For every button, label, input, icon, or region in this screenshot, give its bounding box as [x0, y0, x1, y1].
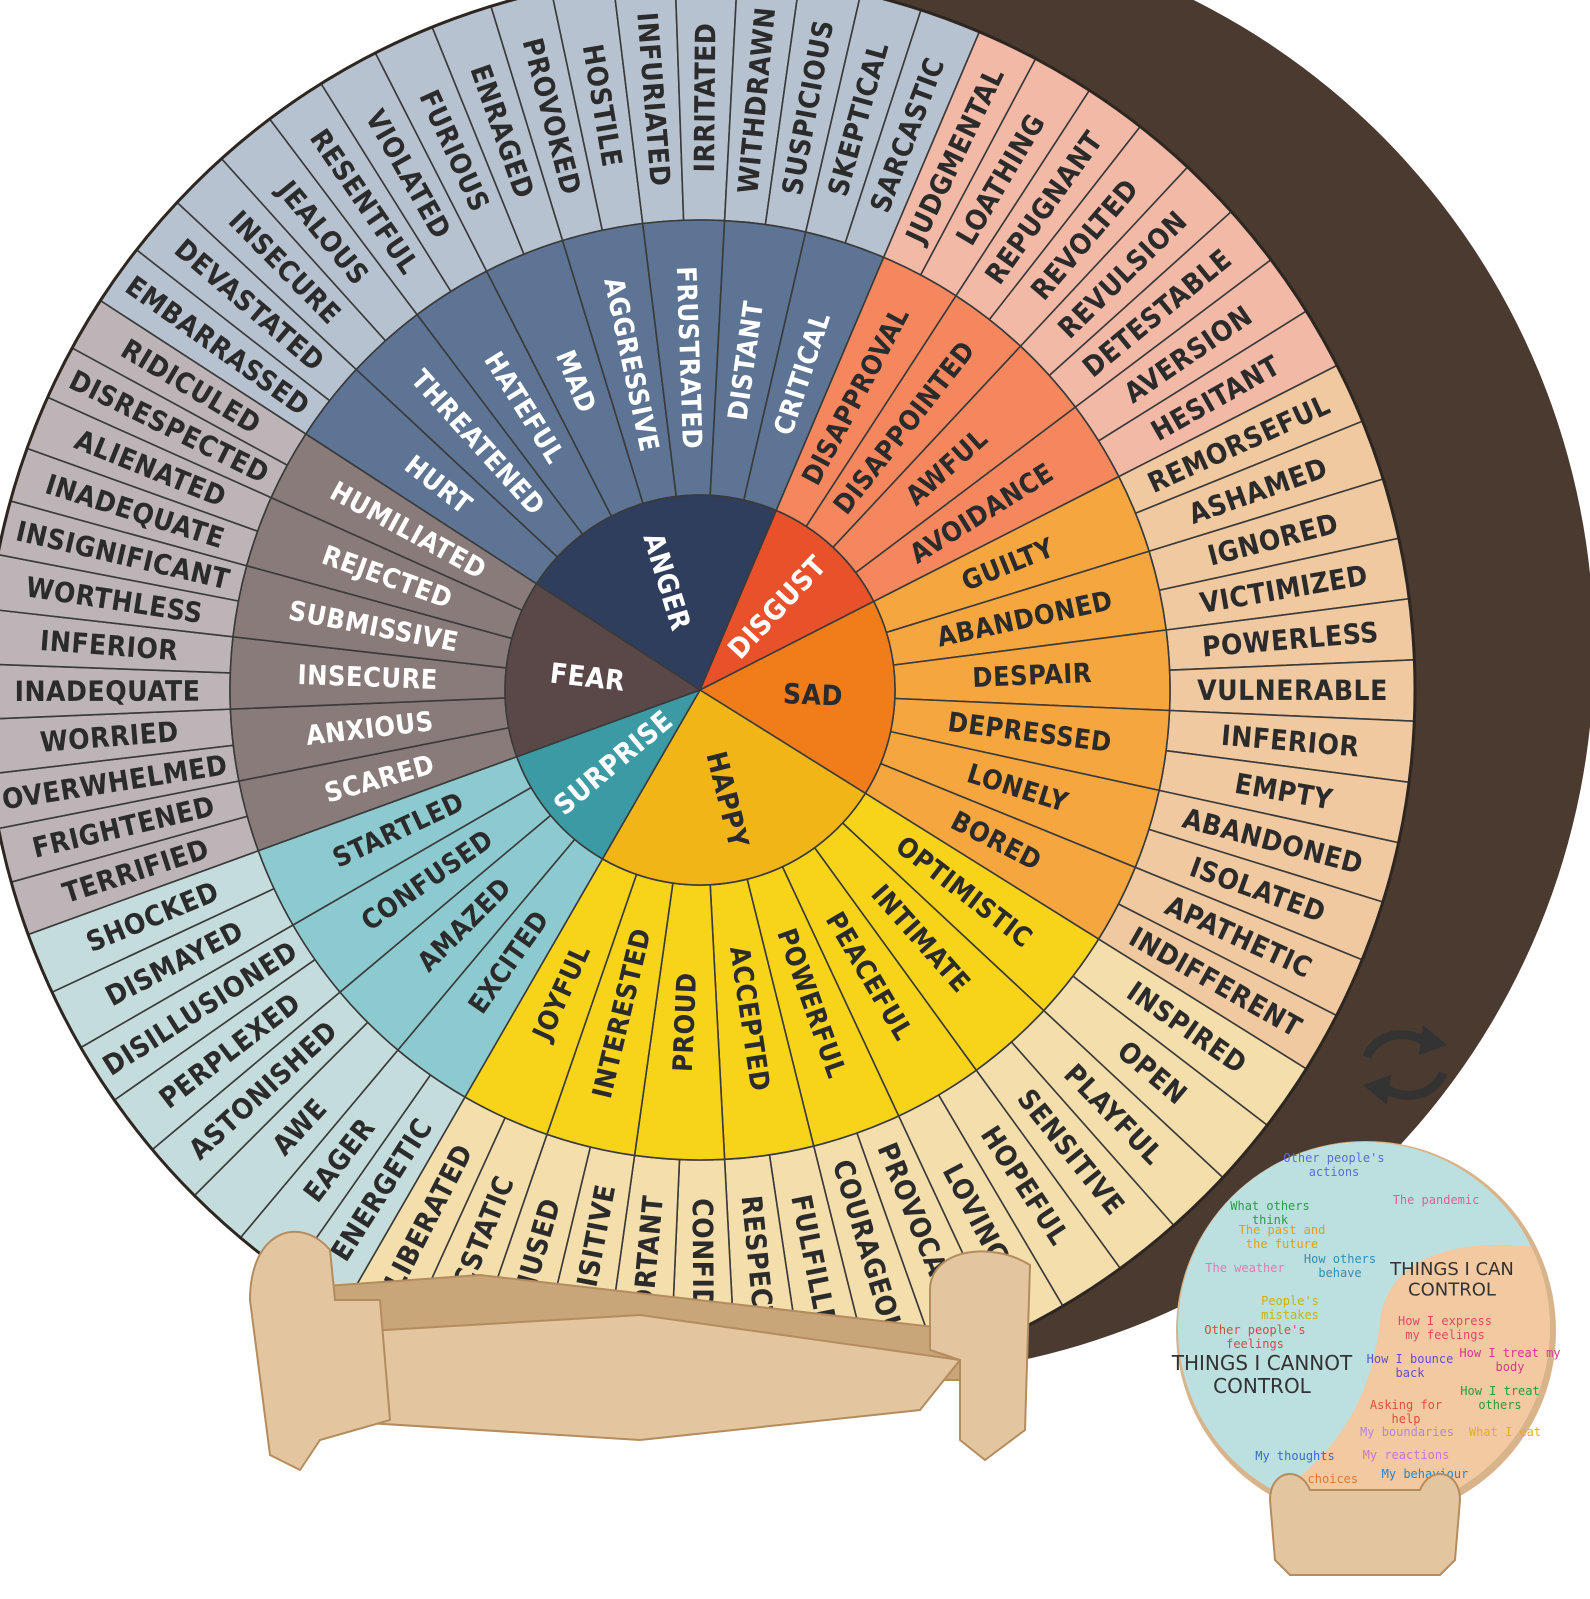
can-item: body	[1496, 1360, 1525, 1374]
cannot-item: Other people's	[1204, 1323, 1305, 1337]
cannot-item: the future	[1246, 1237, 1318, 1251]
cannot-item: The weather	[1205, 1261, 1284, 1275]
ring3-label: IRRITATED	[688, 23, 722, 173]
cannot-item: How others	[1304, 1252, 1376, 1266]
ring2-label: PROUD	[668, 972, 703, 1073]
can-item: My boundaries	[1360, 1425, 1454, 1439]
cannot-item: mistakes	[1261, 1308, 1319, 1322]
cannot-item: People's	[1261, 1294, 1319, 1308]
can-item: How I express	[1398, 1314, 1492, 1328]
stand-right-support	[929, 1250, 1032, 1462]
can-item: How I treat my	[1459, 1346, 1560, 1360]
can-item: What I eat	[1469, 1425, 1541, 1439]
cannot-control-title: THINGS I CANNOT	[1171, 1351, 1353, 1375]
can-item: others	[1478, 1398, 1521, 1412]
can-item: back	[1396, 1366, 1426, 1380]
cannot-item: The past and	[1239, 1223, 1326, 1237]
can-control-title: CONTROL	[1408, 1280, 1496, 1301]
cannot-item: Other people's	[1283, 1151, 1384, 1165]
can-item: Asking for	[1370, 1398, 1442, 1412]
cannot-item: What others	[1230, 1199, 1309, 1213]
ring3-label: INADEQUATE	[15, 675, 201, 708]
can-item: My thoughts	[1255, 1449, 1334, 1463]
can-item: How I bounce	[1367, 1352, 1454, 1366]
core-segment-surprise	[515, 688, 702, 860]
cannot-item: think	[1252, 1213, 1289, 1227]
cannot-item: behave	[1318, 1266, 1361, 1280]
core-segment-happy	[601, 688, 867, 886]
core-segment-disgust	[698, 509, 875, 692]
cannot-control-title: CONTROL	[1213, 1374, 1312, 1398]
ring2-label: INSECURE	[297, 660, 438, 696]
cannot-item: The pandemic	[1393, 1193, 1480, 1207]
small-stand	[1268, 1473, 1462, 1576]
wooden-stand	[248, 1231, 1032, 1472]
can-item: my feelings	[1405, 1328, 1484, 1342]
core-segment-sad	[698, 600, 896, 795]
core-segment-anger	[535, 494, 778, 692]
ring2-label: DESPAIR	[972, 658, 1093, 694]
rotate-arrows-icon	[1362, 1025, 1448, 1105]
can-item: How I treat	[1460, 1384, 1539, 1398]
feelings-wheel: EMBARRASSEDDEVASTATEDINSECUREJEALOUSRESE…	[0, 0, 1417, 1407]
cannot-item: actions	[1309, 1165, 1360, 1179]
small-board-inner-zone	[1180, 1244, 1550, 1514]
can-control-title: THINGS I CAN	[1389, 1259, 1514, 1280]
stand-left-support	[248, 1231, 392, 1472]
ring2-label: FRUSTRATED	[670, 266, 707, 450]
cannot-item: feelings	[1226, 1337, 1284, 1351]
can-item: My behaviour	[1382, 1467, 1469, 1481]
core-segment-fear	[504, 582, 702, 758]
can-item: My reactions	[1363, 1448, 1450, 1462]
can-item: help	[1392, 1412, 1421, 1426]
core-label: SAD	[782, 677, 843, 713]
ring3-label: VULNERABLE	[1197, 674, 1388, 707]
